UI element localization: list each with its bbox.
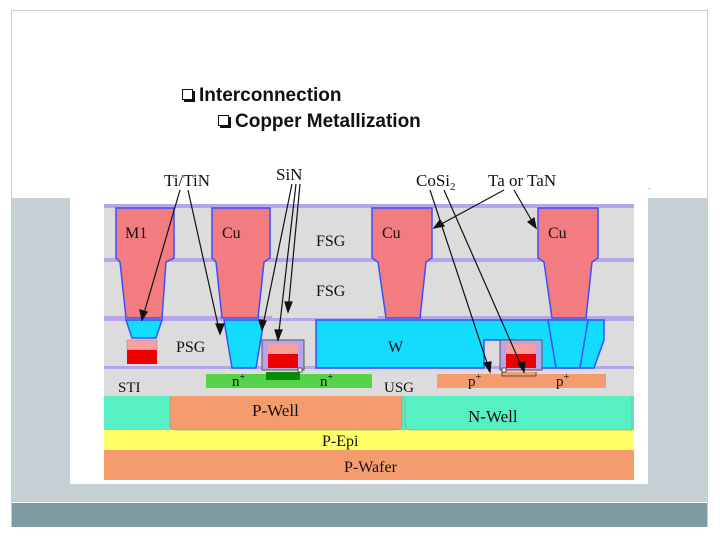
cu-line-1: [211, 207, 271, 319]
m1-line: [115, 207, 175, 319]
p-epi-label: P-Epi: [322, 433, 359, 450]
p-well-label: P-Well: [252, 401, 299, 420]
fsg-upper-label: FSG: [316, 233, 346, 250]
n-well-region: [404, 391, 633, 431]
p-epi-layer: [104, 430, 634, 450]
p-diffusion-right: [437, 374, 606, 388]
bullet-text: Interconnection: [199, 85, 342, 106]
psg-label: PSG: [176, 339, 206, 356]
usg-label: USG: [384, 380, 414, 396]
checkbox-bullet-icon: [218, 115, 229, 126]
p-wafer-label: P-Wafer: [344, 459, 398, 476]
p-wafer-layer: [104, 450, 634, 480]
n-well-label: N-Well: [468, 407, 518, 426]
callout-sin: SiN: [276, 165, 302, 184]
m1-label: M1: [125, 225, 147, 242]
callout-cosi2: CoSi2: [416, 171, 456, 193]
cu-line-2: [371, 207, 433, 319]
bullet-text: Copper Metallization: [235, 111, 421, 132]
callout-arrows: [139, 183, 537, 374]
fsg-lower-label: FSG: [316, 283, 346, 300]
n-plus-label-2: n+: [320, 372, 334, 390]
n-diffusion-left: [206, 374, 372, 388]
cu-label-2: Cu: [382, 225, 401, 242]
cmos-cross-section-diagram: M1 Cu Cu Cu FSG FSG PSG W STI USG n+ n+ …: [70, 160, 648, 484]
callout-titin: Ti/TiN: [164, 171, 210, 190]
p-plus-label-1: p+: [468, 372, 482, 390]
p-plus-label-2: p+: [556, 372, 570, 390]
bullet-copper-metallization: Copper Metallization: [218, 111, 421, 133]
bullet-interconnection: Interconnection: [182, 85, 342, 107]
bottom-bar: [12, 503, 707, 527]
gate-left-silicide: [266, 370, 300, 380]
sti-label: STI: [118, 380, 141, 396]
w-label: W: [388, 339, 404, 356]
checkbox-bullet-icon: [182, 89, 193, 100]
cu-label-3: Cu: [548, 225, 567, 242]
usg-gap: [372, 372, 437, 396]
cu-line-3: [537, 207, 599, 319]
cu-label-1: Cu: [222, 225, 241, 242]
n-plus-label-1: n+: [232, 372, 246, 390]
callout-tatan: Ta or TaN: [488, 171, 556, 190]
p-well-region: [169, 391, 403, 431]
